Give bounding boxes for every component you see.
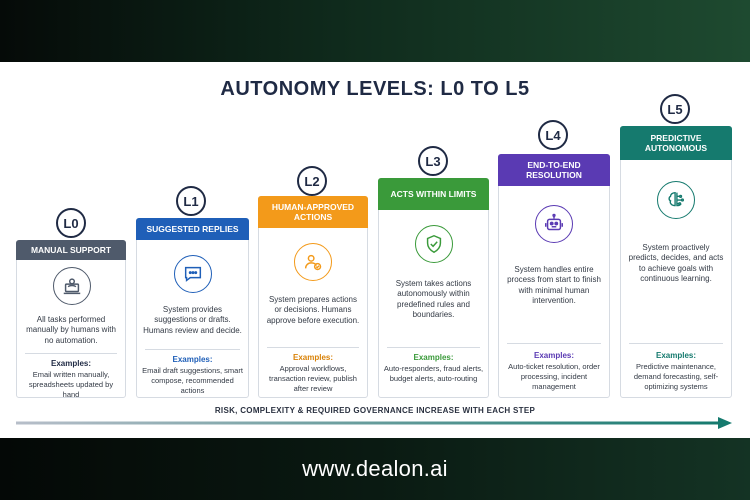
level-desc-l2: System prepares actions or decisions. Hu… <box>266 295 360 325</box>
level-desc-l3: System takes actions autonomously within… <box>395 279 472 320</box>
examples-text-l3: Auto-responders, fraud alerts, budget al… <box>383 364 484 383</box>
examples-text-l1: Email draft suggestions, smart compose, … <box>142 366 243 395</box>
level-desc-l0: All tasks performed manually by humans w… <box>26 315 116 345</box>
divider-l2 <box>267 347 359 348</box>
examples-text-l5: Predictive maintenance, demand forecasti… <box>633 362 719 391</box>
examples-text-l2: Approval workflows, transaction review, … <box>269 364 357 393</box>
level-header-l2: HUMAN-APPROVED ACTIONS <box>258 196 368 228</box>
level-badge-l4: L4 <box>538 120 568 150</box>
divider-l0 <box>25 353 117 354</box>
level-card-l0: MANUAL SUPPORT All tasks performed manua… <box>16 240 126 399</box>
level-badge-l5: L5 <box>660 94 690 124</box>
chat-bubble-icon <box>174 255 212 293</box>
risk-caption: RISK, COMPLEXITY & REQUIRED GOVERNANCE I… <box>214 406 536 415</box>
divider-l1 <box>145 349 240 350</box>
level-desc-l4: System handles entire process from start… <box>507 265 601 306</box>
diagram-canvas: AUTONOMY LEVELS: L0 TO L5 L0 MANUAL SUPP… <box>0 62 750 438</box>
examples-label-l5: Examples: <box>655 351 697 360</box>
examples-label-l4: Examples: <box>533 351 575 360</box>
level-badge-l0: L0 <box>56 208 86 238</box>
progress-arrow <box>16 417 732 429</box>
level-card-l1: SUGGESTED REPLIES System provides sugges… <box>136 218 249 398</box>
footer-band: www.dealon.ai <box>0 438 750 500</box>
divider-l3 <box>387 347 480 348</box>
top-band <box>0 0 750 62</box>
robot-icon <box>535 205 573 243</box>
level-header-l0: MANUAL SUPPORT <box>16 240 126 260</box>
shield-check-icon <box>415 225 453 263</box>
laptop-user-icon <box>53 267 91 305</box>
divider-l4 <box>507 343 601 344</box>
level-badge-l2: L2 <box>297 166 327 196</box>
level-card-l5: PREDICTIVE AUTONOMOUS System proactively… <box>620 126 732 398</box>
level-badge-l1: L1 <box>176 186 206 216</box>
user-check-icon <box>294 243 332 281</box>
level-badge-l3: L3 <box>418 146 448 176</box>
brain-circuit-icon <box>657 181 695 219</box>
examples-label-l1: Examples: <box>172 355 213 364</box>
level-desc-l5: System proactively predicts, decides, an… <box>628 243 724 284</box>
examples-text-l4: Auto-ticket resolution, order processing… <box>508 362 600 391</box>
level-card-l2: HUMAN-APPROVED ACTIONS System prepares a… <box>258 196 368 398</box>
examples-label-l2: Examples: <box>292 353 334 362</box>
level-header-l5: PREDICTIVE AUTONOMOUS <box>620 126 732 160</box>
level-header-l1: SUGGESTED REPLIES <box>136 218 249 240</box>
examples-label-l0: Examples: <box>50 359 92 368</box>
main-title: AUTONOMY LEVELS: L0 TO L5 <box>220 78 530 100</box>
level-header-l4: END-TO-END RESOLUTION <box>498 154 610 186</box>
divider-l5 <box>629 343 723 344</box>
level-header-l3: ACTS WITHIN LIMITS <box>378 178 489 210</box>
level-desc-l1: System provides suggestions or drafts. H… <box>143 305 242 335</box>
examples-text-l0: Email written manually, spreadsheets upd… <box>28 370 114 399</box>
level-card-l3: ACTS WITHIN LIMITS System takes actions … <box>378 178 489 398</box>
footer-url[interactable]: www.dealon.ai <box>302 456 448 481</box>
examples-label-l3: Examples: <box>413 353 454 362</box>
level-card-l4: END-TO-END RESOLUTION System handles ent… <box>498 154 610 398</box>
